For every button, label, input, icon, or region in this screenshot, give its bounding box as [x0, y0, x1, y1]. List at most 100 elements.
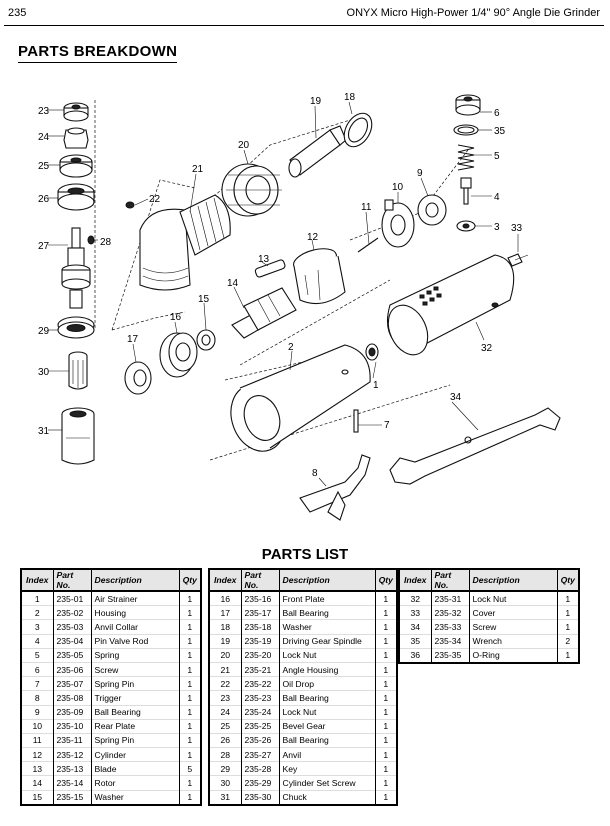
callout-9: 9	[417, 168, 423, 179]
column-header-index: Index	[20, 568, 54, 592]
qty-cell: 1	[178, 619, 202, 635]
index-cell: 34	[398, 619, 432, 635]
part-33-screw	[507, 253, 529, 267]
description-cell: Chuck	[278, 789, 376, 805]
description-cell: Blade	[90, 761, 180, 776]
page-header: 235 ONYX Micro High-Power 1/4" 90° Angle…	[0, 0, 610, 30]
index-cell: 18	[208, 619, 242, 635]
part-no-cell: 235-28	[240, 761, 280, 776]
index-cell: 24	[208, 704, 242, 720]
description-cell: Front Plate	[278, 590, 376, 606]
callout-4: 4	[494, 192, 500, 203]
part-15-washer	[196, 329, 216, 351]
column-header-part-no: Part No.	[52, 568, 92, 592]
part-12-cylinder	[293, 248, 346, 305]
qty-cell: 1	[374, 789, 398, 805]
callout-23: 23	[38, 106, 50, 117]
qty-cell: 1	[374, 661, 398, 677]
qty-cell: 1	[178, 647, 202, 663]
description-cell: O-Ring	[468, 647, 558, 663]
qty-cell: 1	[374, 704, 398, 720]
column-header-part-no: Part No.	[240, 568, 280, 592]
description-cell: Spring	[90, 647, 180, 663]
description-cell: Spring Pin	[90, 676, 180, 691]
part-no-cell: 235-01	[52, 590, 92, 606]
part-26-ball-bearing	[57, 183, 95, 211]
part-no-cell: 235-24	[240, 704, 280, 720]
part-no-cell: 235-27	[240, 747, 280, 762]
part-no-cell: 235-12	[52, 747, 92, 762]
part-no-cell: 235-02	[52, 605, 92, 620]
part-no-cell: 235-08	[52, 690, 92, 705]
description-cell: Rear Plate	[90, 718, 180, 734]
description-cell: Lock Nut	[468, 590, 558, 606]
index-cell: 4	[20, 633, 54, 649]
page-number: 235	[8, 7, 27, 19]
index-cell: 5	[20, 647, 54, 663]
part-3-anvil-collar	[456, 220, 476, 232]
index-cell: 32	[398, 590, 432, 606]
description-cell: Ball Bearing	[278, 690, 376, 705]
index-cell: 21	[208, 661, 242, 677]
qty-cell: 1	[178, 732, 202, 748]
index-cell: 31	[208, 789, 242, 805]
callout-16: 16	[170, 312, 182, 323]
part-no-cell: 235-09	[52, 704, 92, 720]
description-cell: Key	[278, 761, 376, 776]
callout-20: 20	[238, 140, 250, 151]
callout-33: 33	[511, 223, 523, 234]
part-27-anvil	[61, 227, 98, 309]
callout-29: 29	[38, 326, 50, 337]
part-no-cell: 235-34	[430, 633, 470, 649]
part-no-cell: 235-32	[430, 605, 470, 620]
part-no-cell: 235-04	[52, 633, 92, 649]
qty-cell: 1	[556, 590, 580, 606]
part-9-ball-bearing	[417, 194, 447, 226]
callout-19: 19	[310, 96, 322, 107]
index-cell: 14	[20, 775, 54, 791]
index-cell: 3	[20, 619, 54, 635]
index-cell: 8	[20, 690, 54, 705]
index-cell: 16	[208, 590, 242, 606]
index-cell: 26	[208, 732, 242, 748]
callout-13: 13	[258, 254, 270, 265]
description-cell: Anvil	[278, 747, 376, 762]
column-header-part-no: Part No.	[430, 568, 470, 592]
qty-cell: 1	[178, 690, 202, 705]
part-no-cell: 235-13	[52, 761, 92, 776]
qty-cell: 1	[556, 647, 580, 663]
description-cell: Angle Housing	[278, 661, 376, 677]
part-no-cell: 235-25	[240, 718, 280, 734]
part-18-washer	[343, 112, 373, 148]
callout-26: 26	[38, 194, 50, 205]
callout-34: 34	[450, 392, 462, 403]
exploded-parts-diagram: 23 24 25 26 27 28 29 30 31 22 21 20 19 1…	[38, 92, 561, 521]
callout-1: 1	[373, 380, 379, 391]
qty-cell: 1	[178, 605, 202, 620]
index-cell: 35	[398, 633, 432, 649]
part-no-cell: 235-23	[240, 690, 280, 705]
qty-cell: 1	[178, 718, 202, 734]
qty-cell: 1	[178, 747, 202, 762]
callout-11: 11	[361, 202, 372, 213]
column-header-description: Description	[278, 568, 376, 592]
description-cell: Bevel Gear	[278, 718, 376, 734]
part-31-collet	[61, 407, 95, 465]
part-30-chuck	[68, 351, 88, 390]
callout-28: 28	[100, 237, 112, 248]
